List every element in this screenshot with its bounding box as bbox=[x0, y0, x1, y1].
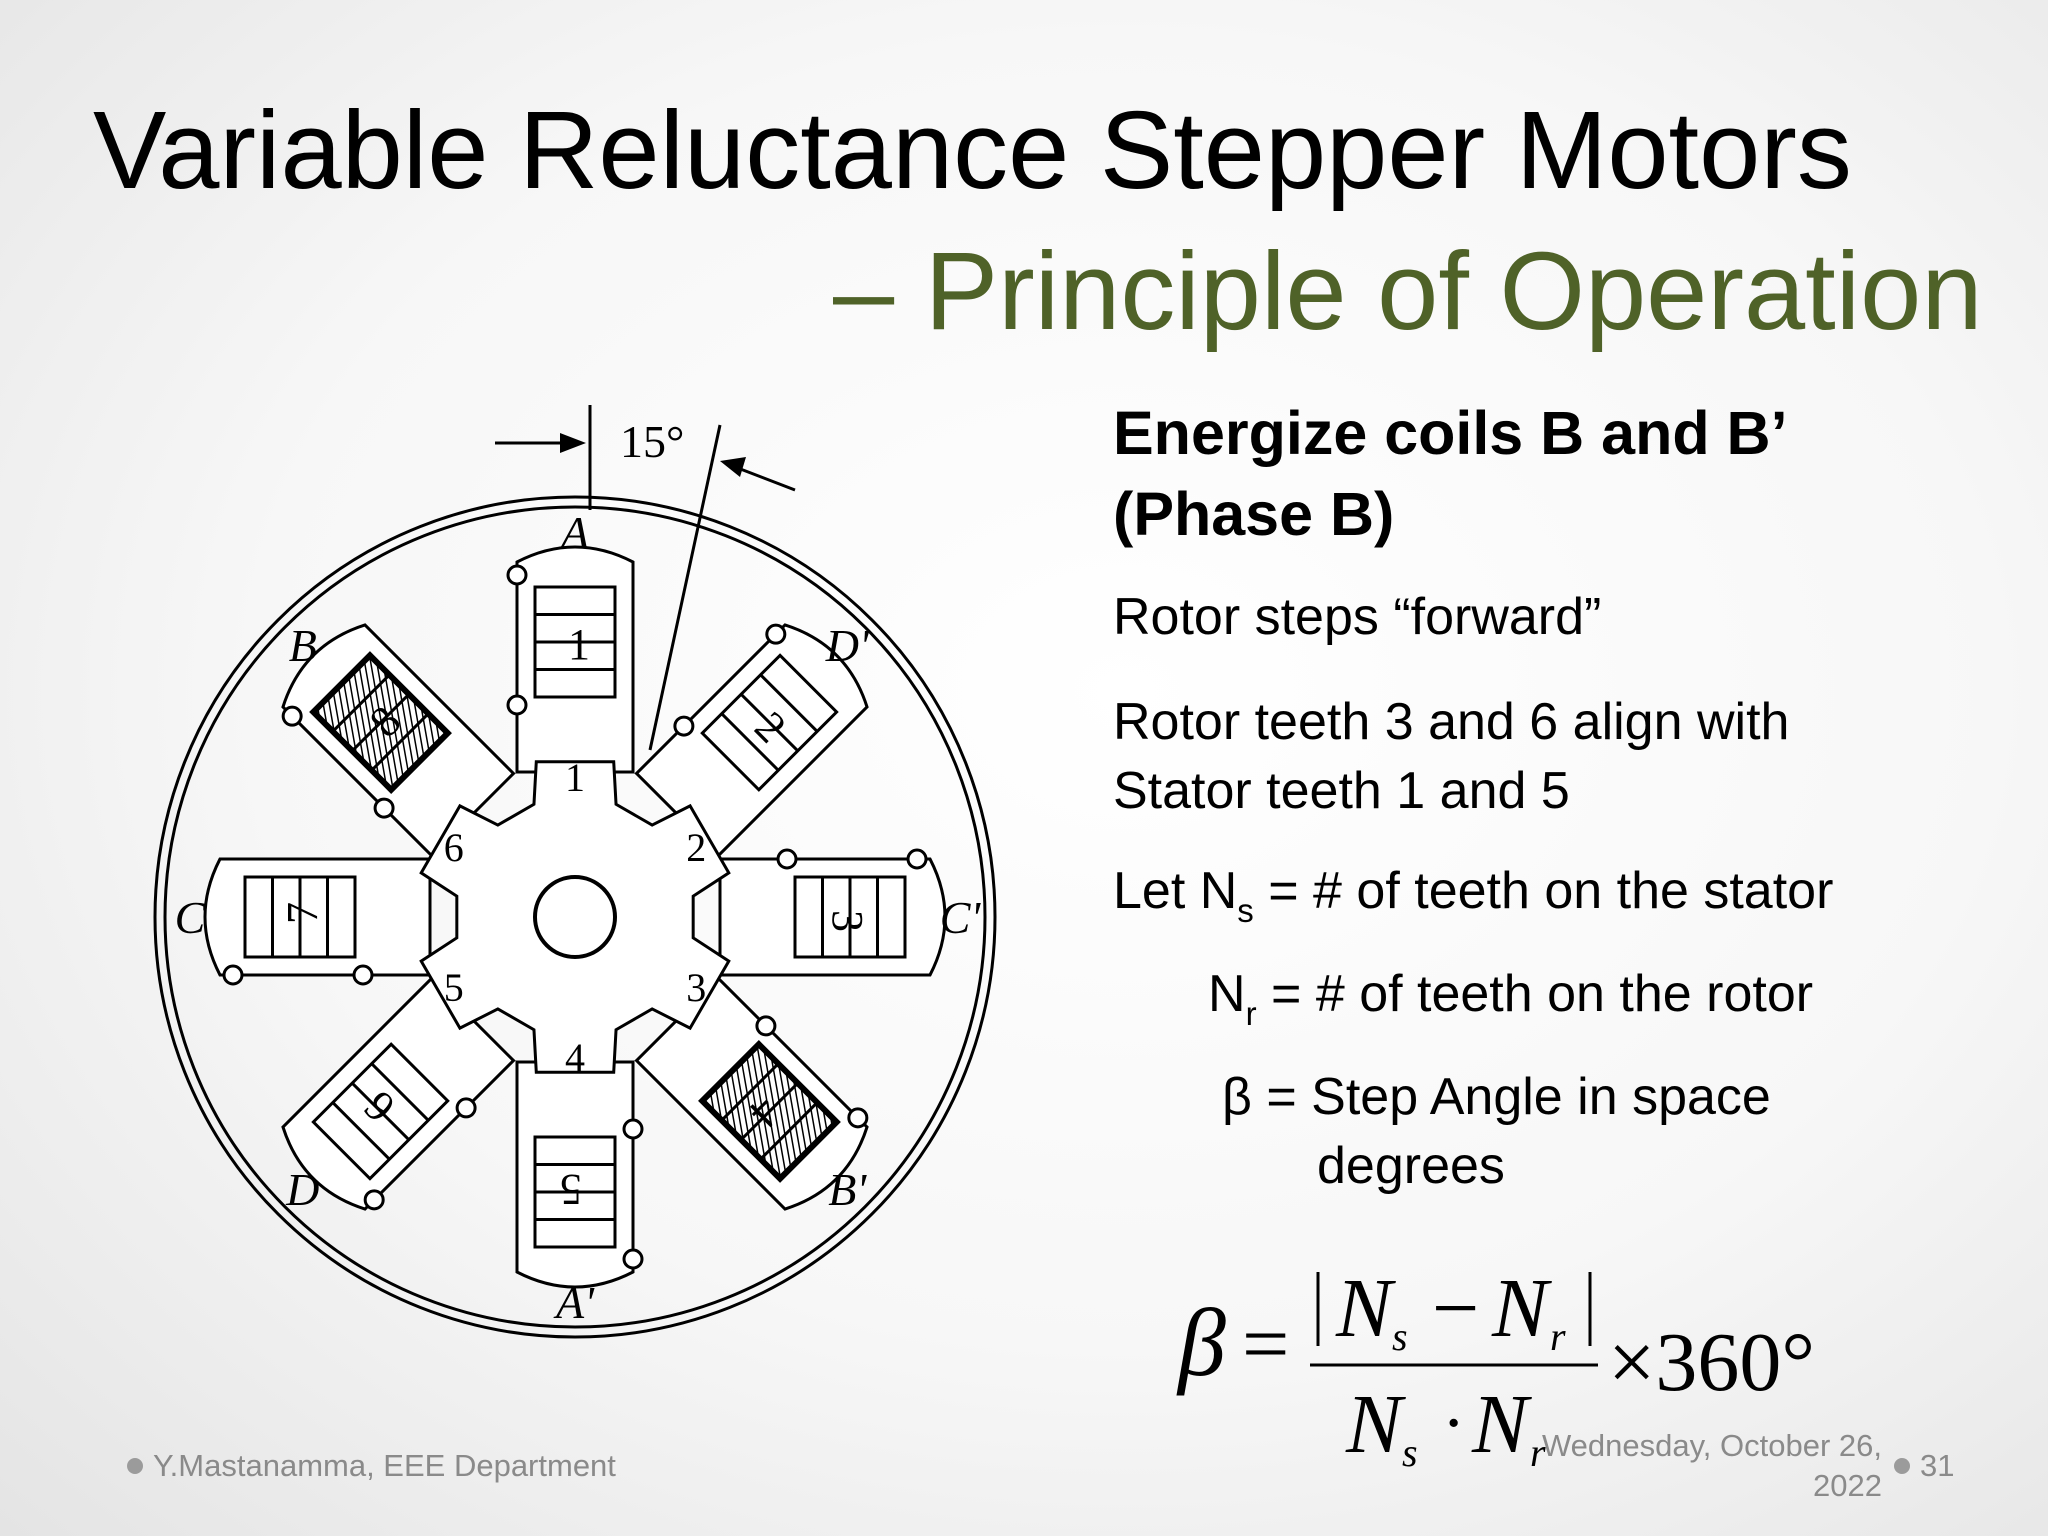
stator-tooth-number: 1 bbox=[568, 620, 590, 669]
terminal bbox=[455, 1097, 477, 1119]
svg-text:N: N bbox=[1335, 1262, 1396, 1355]
terminal bbox=[352, 964, 374, 986]
beta-definition: β = Step Angle in space degrees bbox=[1222, 1068, 1771, 1195]
step-text: Rotor steps “forward” bbox=[1113, 588, 1602, 646]
stator-tooth-number: 5 bbox=[560, 1165, 582, 1214]
stator-inner-ring bbox=[163, 505, 987, 1329]
phase-label: A' bbox=[553, 1277, 595, 1328]
bullet-icon bbox=[127, 1458, 143, 1474]
terminal bbox=[906, 848, 928, 870]
phase-label: B' bbox=[828, 1164, 867, 1215]
svg-text:s: s bbox=[1392, 1314, 1408, 1359]
stator-pole: 4 bbox=[634, 976, 869, 1211]
svg-text:N: N bbox=[1471, 1378, 1532, 1471]
phase-label: C' bbox=[940, 892, 982, 943]
svg-text:r: r bbox=[1530, 1430, 1546, 1475]
stator-pole: 8 bbox=[281, 623, 516, 858]
phase-label: D bbox=[285, 1164, 319, 1215]
stator-pole: 1 bbox=[506, 545, 635, 774]
stator-pole: 2 bbox=[634, 623, 869, 858]
stator-frame bbox=[153, 495, 997, 1339]
terminal bbox=[373, 797, 395, 819]
rotor-tooth-number: 1 bbox=[565, 755, 585, 800]
rotor-tooth-number: 5 bbox=[444, 965, 464, 1010]
terminal bbox=[506, 564, 528, 586]
svg-text:N: N bbox=[1491, 1262, 1552, 1355]
phase-label: D' bbox=[825, 620, 870, 671]
angle-label: 15° bbox=[620, 416, 684, 467]
phase-labels: A D' C' B' A' D C B bbox=[175, 507, 982, 1328]
shaft-hole bbox=[533, 875, 617, 959]
svg-text:×360°: ×360° bbox=[1608, 1316, 1815, 1409]
terminal bbox=[776, 848, 798, 870]
energize-heading: Energize coils B and B’ (Phase B) bbox=[1113, 399, 1788, 548]
svg-text:=: = bbox=[1242, 1298, 1289, 1391]
nr-definition: Nr = # of teeth on the rotor bbox=[1208, 965, 1814, 1032]
rotor-tooth-number: 6 bbox=[444, 825, 464, 870]
terminal bbox=[363, 1189, 385, 1211]
stator-pole: 6 bbox=[281, 976, 516, 1211]
terminal bbox=[506, 694, 528, 716]
slide-title: Variable Reluctance Stepper Motors bbox=[93, 89, 1852, 212]
step-angle-formula: β = N s − N r N s · N r ×360° bbox=[1176, 1262, 1815, 1475]
svg-text:·: · bbox=[1442, 1385, 1465, 1462]
angle-dimension: 15° bbox=[495, 405, 796, 751]
stator-pole: 3 bbox=[718, 848, 947, 977]
svg-text:s: s bbox=[1402, 1430, 1418, 1475]
footer-date: Wednesday, October 26, 2022 bbox=[1541, 1428, 1882, 1504]
stator-tooth-number: 7 bbox=[278, 902, 327, 924]
footer-author: Y.Mastanamma, EEE Department bbox=[127, 1448, 616, 1484]
terminal bbox=[622, 1248, 644, 1270]
stator-pole: 5 bbox=[515, 1060, 644, 1289]
svg-text:N: N bbox=[1345, 1378, 1406, 1471]
rotor-tooth-number: 3 bbox=[686, 965, 706, 1010]
stator-pole: 7 bbox=[203, 857, 432, 986]
rotor: 1 2 3 4 5 6 bbox=[419, 755, 731, 1080]
ns-definition: Let Ns = # of teeth on the stator bbox=[1113, 862, 1834, 929]
terminal bbox=[765, 623, 787, 645]
rotor-tooth-number: 2 bbox=[686, 825, 706, 870]
rotor-tooth-number: 4 bbox=[565, 1035, 585, 1080]
svg-text:r: r bbox=[1550, 1314, 1566, 1359]
stator-tooth-number: 3 bbox=[823, 910, 872, 932]
phase-label: A bbox=[558, 507, 590, 558]
phase-label: B bbox=[289, 620, 317, 671]
terminal bbox=[281, 705, 303, 727]
stator-outer-ring bbox=[153, 495, 997, 1339]
terminal bbox=[622, 1118, 644, 1140]
terminal bbox=[847, 1107, 869, 1129]
terminal bbox=[755, 1015, 777, 1037]
svg-text:β: β bbox=[1176, 1289, 1226, 1396]
terminal bbox=[673, 715, 695, 737]
footer-page: 31 bbox=[1894, 1448, 1954, 1484]
svg-text:−: − bbox=[1432, 1262, 1479, 1355]
terminal bbox=[222, 964, 244, 986]
bullet-icon bbox=[1894, 1458, 1910, 1474]
slide-subtitle: – Principle of Operation bbox=[833, 230, 1983, 353]
align-text: Rotor teeth 3 and 6 align with Stator te… bbox=[1113, 693, 1790, 820]
phase-label: C bbox=[175, 892, 207, 943]
